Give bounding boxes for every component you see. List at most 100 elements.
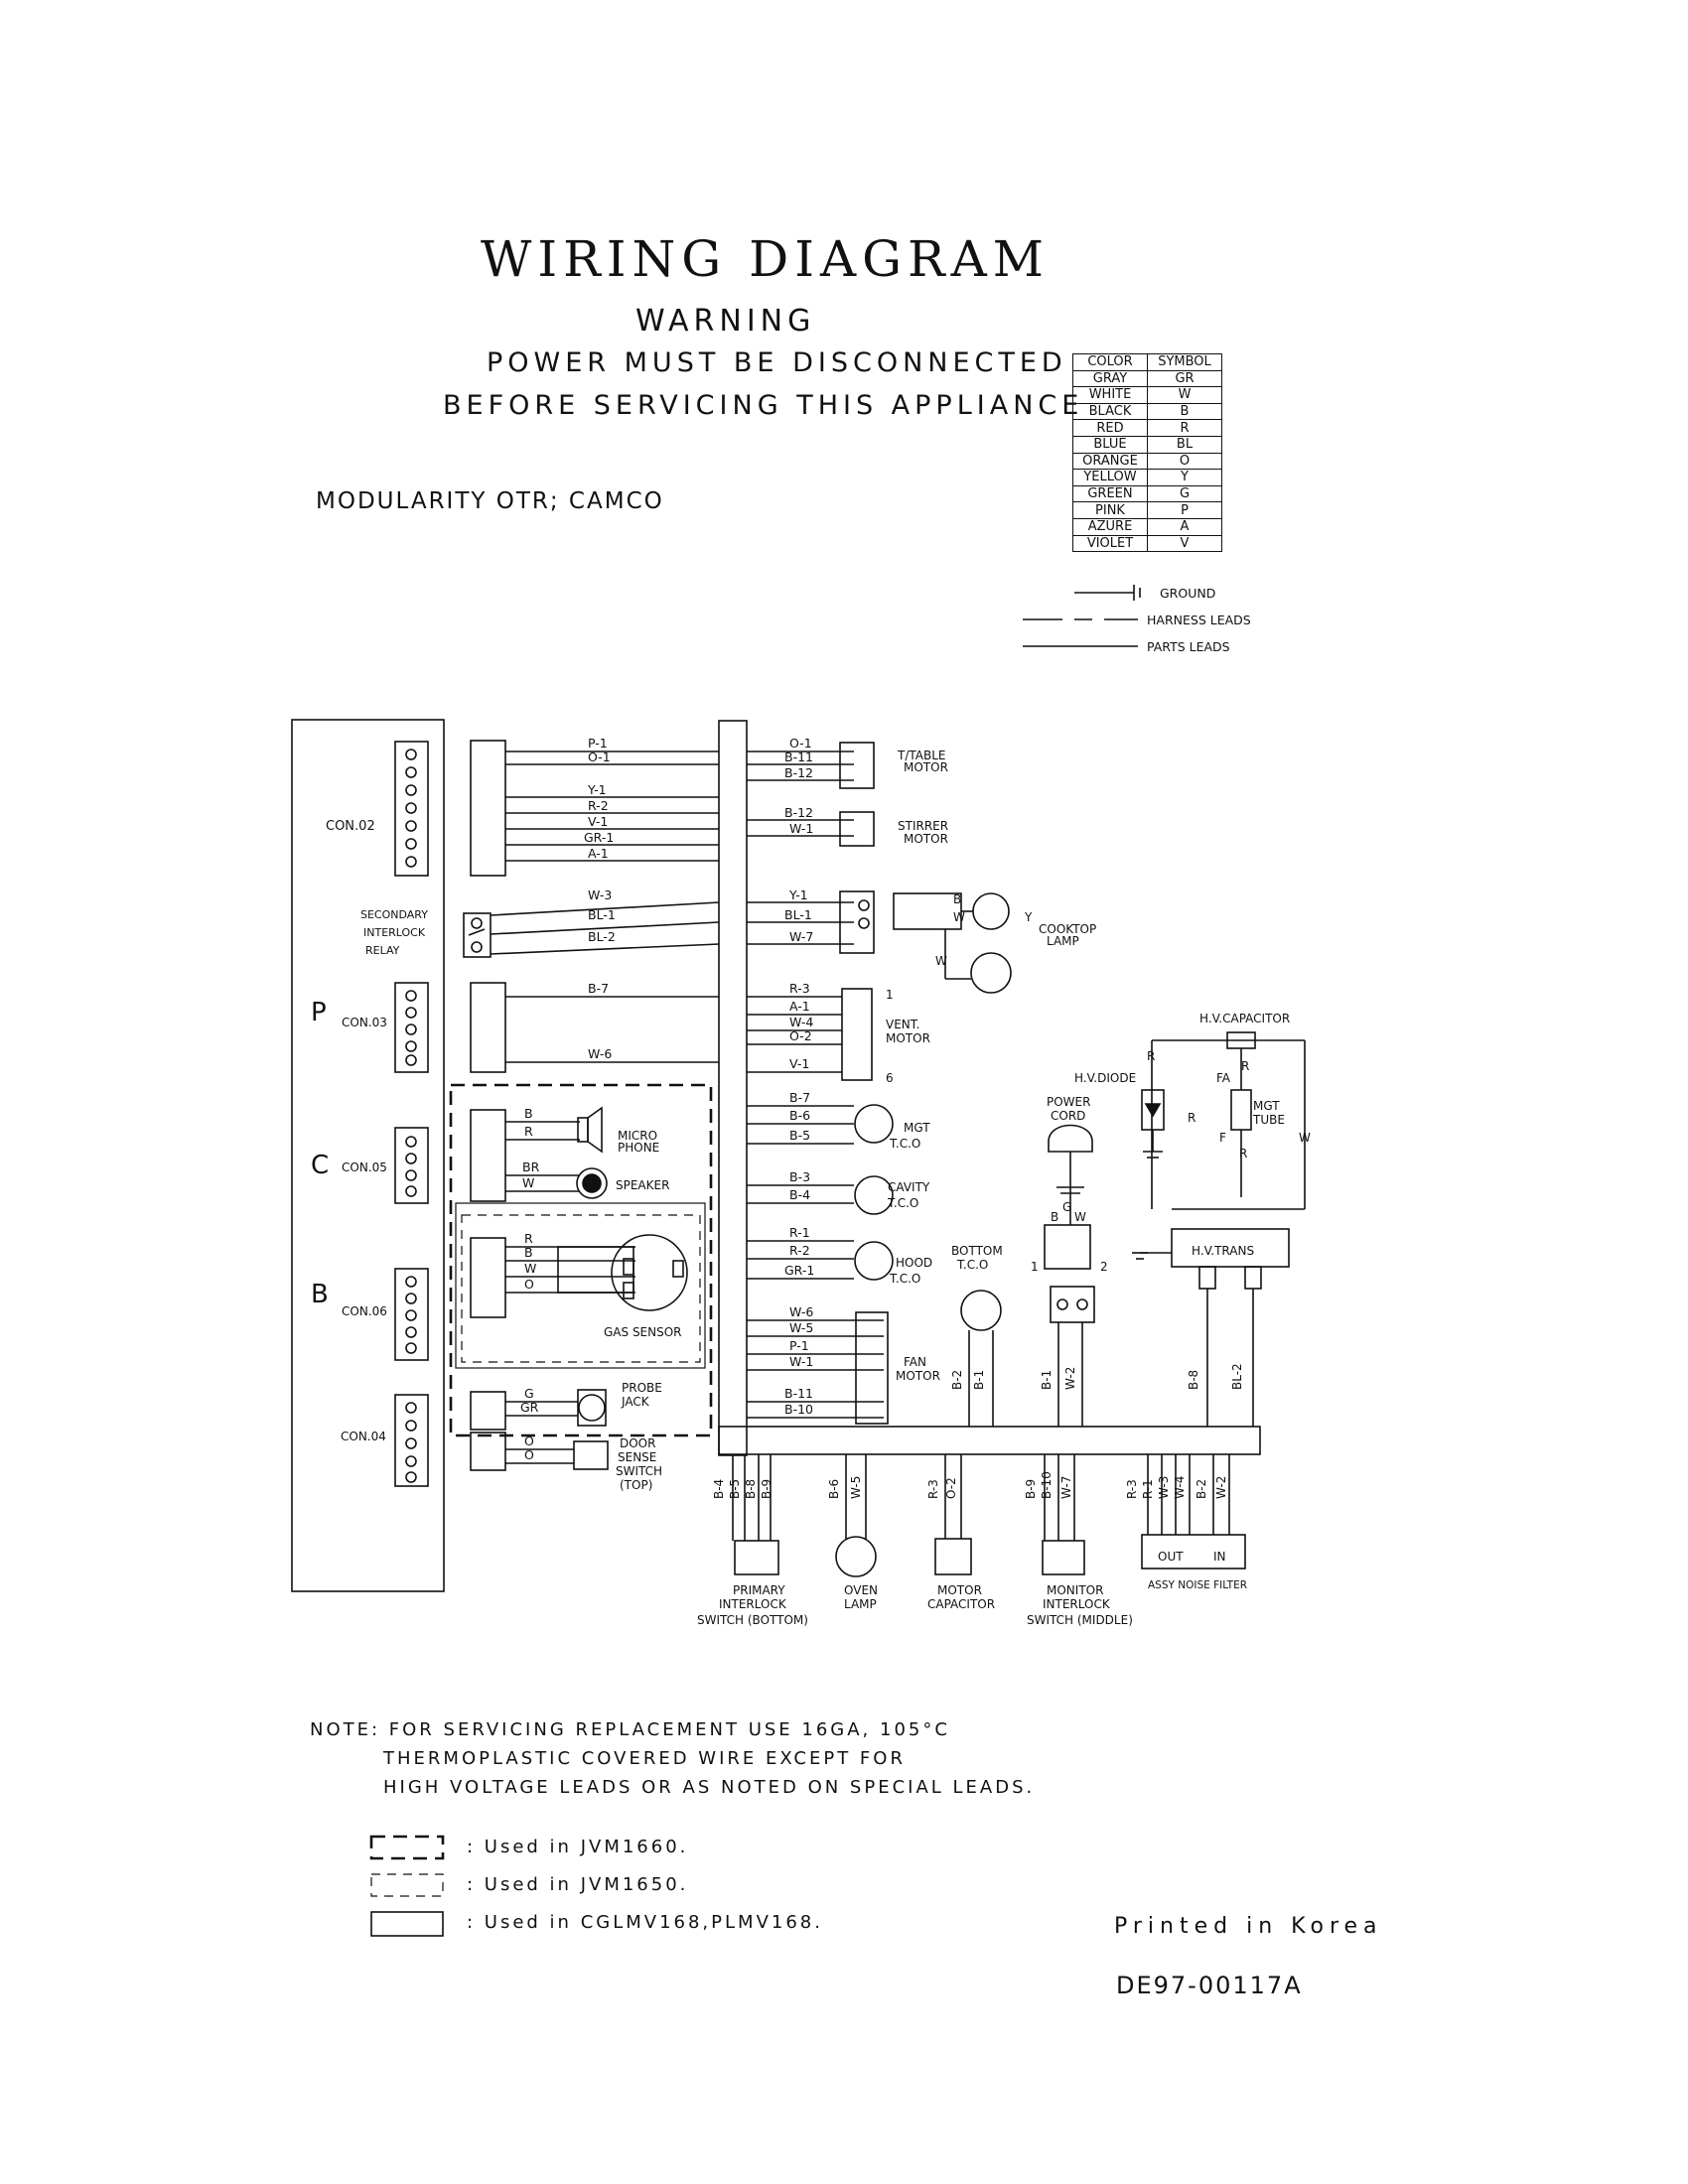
pcb-connectors (394, 741, 492, 1487)
wire-label: GR-1 (584, 830, 614, 845)
wire-label: W-6 (588, 1046, 612, 1061)
vertical-wire-label: B-8 (1187, 1370, 1200, 1390)
high-voltage-section (1132, 1031, 1306, 1427)
hv-labels: H.V.CAPACITOR H.V.DIODE MGT TUBE H.V.TRA… (1074, 1012, 1311, 1258)
speaker-dot (582, 1173, 602, 1193)
power-cord-terminal (1044, 1224, 1091, 1270)
fan-motor-label: FAN (904, 1355, 926, 1369)
cooktop-lamp-label: COOKTOP (1039, 922, 1096, 936)
con04-label: CON.04 (341, 1430, 386, 1443)
con03-connector (394, 982, 429, 1073)
fan-motor-connector (855, 1311, 889, 1425)
wire-label: BL-1 (588, 907, 616, 922)
vertical-wire-label: O-2 (944, 1477, 958, 1499)
power-cord-label: POWER (1047, 1095, 1090, 1109)
warning-line-2: BEFORE SERVICING THIS APPLIANCE (443, 390, 1084, 421)
wire-label: A-1 (588, 846, 609, 861)
wire-label: V-1 (789, 1056, 809, 1071)
legend-color: WHITE (1072, 386, 1148, 404)
cord-pin-label: W (1074, 1210, 1086, 1224)
noise-filter (1141, 1534, 1246, 1570)
cavity-tco-symbol (854, 1175, 894, 1215)
vertical-wire-label: W-2 (1214, 1476, 1228, 1499)
secondary-interlock-relay (463, 912, 492, 958)
wire-label: O-1 (588, 750, 611, 764)
mgt-tube (1230, 1089, 1252, 1131)
legend-color: PINK (1072, 501, 1148, 519)
relay-contact (471, 917, 483, 929)
vent-pin-6: 6 (886, 1071, 894, 1085)
monitor-switch-label-2: INTERLOCK (1043, 1597, 1111, 1611)
usage-jvm1660: : Used in JVM1660. (467, 1837, 689, 1857)
legend-symbol: BL (1147, 435, 1222, 454)
speaker-ring (576, 1167, 608, 1199)
vertical-wire-label: B-4 (712, 1479, 726, 1499)
wire-label: B-5 (789, 1128, 810, 1143)
wire-label: G (524, 1386, 534, 1401)
power-cord-plug (1048, 1124, 1093, 1153)
hood-tco-label-2: T.C.O (889, 1272, 920, 1286)
wire-label: A-1 (789, 999, 810, 1014)
legend-color: BLACK (1072, 402, 1148, 421)
power-cord-pin (1076, 1298, 1088, 1310)
wire-label: R (524, 1124, 533, 1139)
wire-label: O (524, 1277, 534, 1292)
wire-label: B-11 (784, 1386, 813, 1401)
power-section (960, 1124, 1095, 1427)
hv-wire-label: W (1299, 1131, 1311, 1145)
con06-label: CON.06 (342, 1304, 387, 1318)
wire-label: O (524, 1447, 534, 1462)
wire-label: BL-2 (588, 929, 616, 944)
wire-label: W-6 (789, 1304, 813, 1319)
vertical-wire-label: R-3 (926, 1479, 940, 1499)
con06-connector (394, 1268, 429, 1361)
jvm1650-option-box (461, 1214, 701, 1363)
model-label: MODULARITY OTR; CAMCO (316, 488, 664, 514)
lamp-connector-pin (858, 917, 870, 929)
cord-pin-label: B (1051, 1210, 1058, 1224)
door-switch-label-2: SENSE (618, 1450, 656, 1464)
wire-label: B (524, 1106, 533, 1121)
stirrer-label: STIRRER (898, 819, 948, 833)
wire-label: B-6 (789, 1108, 810, 1123)
cglmv168-option-box (455, 1202, 706, 1369)
con04-pins (405, 1402, 417, 1483)
cord-pin-label: 2 (1100, 1260, 1108, 1274)
hood-tco-symbol (854, 1241, 894, 1281)
legend-line-samples: GROUND HARNESS LEADS PARTS LEADS (1023, 585, 1251, 654)
power-cord-label-2: CORD (1051, 1109, 1085, 1123)
gas-sensor-element (672, 1260, 684, 1278)
legend-header-row: COLOR SYMBOL (1072, 353, 1222, 371)
mgt-tube-label-2: TUBE (1252, 1113, 1285, 1127)
usage-box-cglmv168 (370, 1911, 444, 1937)
jvm-components (557, 1106, 688, 1470)
legend-col-color: COLOR (1072, 353, 1148, 371)
lamp-wire-label: W (935, 954, 947, 968)
vertical-wire-label: B-9 (760, 1479, 774, 1499)
wire-labels-right: O-1 B-11 B-12 B-12 W-1 Y-1 BL-1 W-7 R-3 … (784, 736, 814, 1417)
vertical-wire-label: W-5 (849, 1476, 863, 1499)
legend-parts-label: PARTS LEADS (1147, 639, 1230, 654)
document-number: DE97-00117A (1116, 1972, 1303, 1999)
usage-box-jvm1660 (369, 1835, 445, 1860)
wire-label: B-10 (784, 1402, 813, 1417)
hv-wire-label: R (1188, 1111, 1196, 1125)
door-sense-switch (573, 1440, 609, 1470)
wire-label: BL-1 (784, 907, 812, 922)
hv-wire-label: F (1219, 1131, 1226, 1145)
vertical-wire-label: B-9 (1024, 1479, 1038, 1499)
wire-label: B-11 (784, 750, 813, 764)
cavity-tco-label-2: T.C.O (887, 1196, 918, 1210)
note-line-2: THERMOPLASTIC COVERED WIRE EXCEPT FOR (383, 1748, 906, 1769)
probe-jack-symbol (578, 1394, 606, 1422)
legend-harness-label: HARNESS LEADS (1147, 613, 1251, 627)
wire-label: W (522, 1175, 534, 1190)
hv-trans-label: H.V.TRANS (1192, 1244, 1254, 1258)
usage-box-jvm1650 (370, 1873, 444, 1897)
monitor-interlock-switch (1042, 1540, 1085, 1575)
pcb-letter-b: B (311, 1280, 329, 1309)
